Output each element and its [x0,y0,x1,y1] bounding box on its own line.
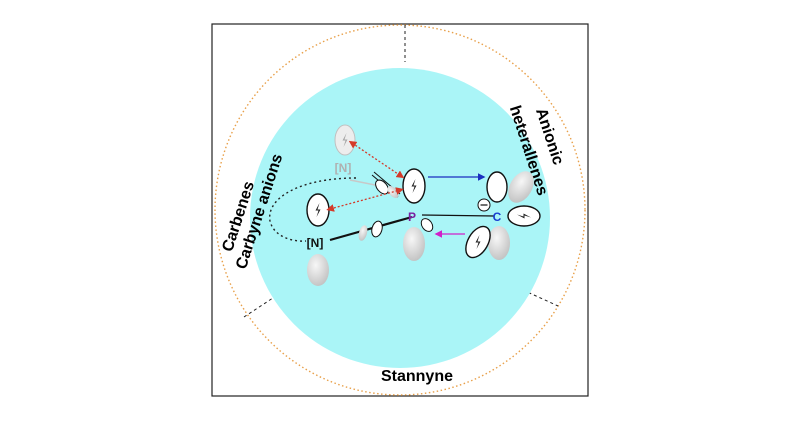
arrow-red-top [348,140,405,179]
migration-path [269,177,357,242]
outer-dotted-ring [214,24,586,396]
atom-nitrogen: [N] [307,236,324,250]
figure-frame [211,23,589,397]
atom-phosphorus: P [408,210,416,224]
sigma-lobe-outline [371,220,383,238]
carbon-shaded-lobe [508,171,534,203]
arrow-red-lower [326,187,404,212]
sigma-lobe [358,225,368,241]
p-small-lobe [420,218,434,232]
carbon-upper-lobe [486,171,508,203]
label-stannyne: Stannyne [381,368,453,385]
atom-carbon: C [493,210,502,224]
nitrogen-lower-lobe [307,254,329,286]
bond-n-p [329,215,413,242]
inner-disk [250,68,550,368]
phosphorus-lower-lobe [403,227,425,261]
carbon-lower-lobe [488,226,510,260]
bond-p-c [421,214,495,217]
atom-nitrogen-faded: [N] [335,161,352,175]
